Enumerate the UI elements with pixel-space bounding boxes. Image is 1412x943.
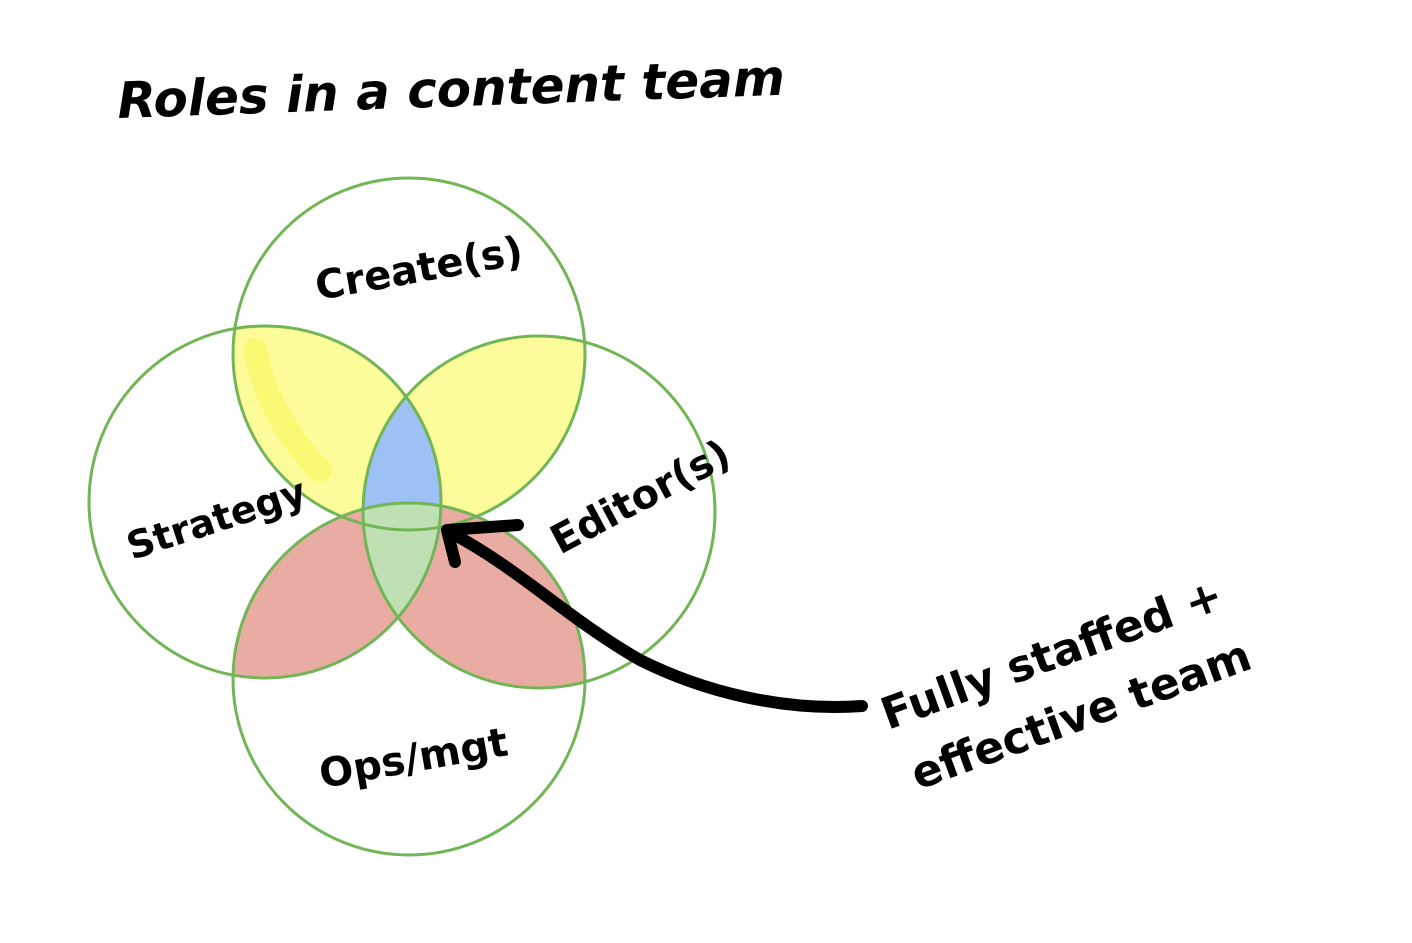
circle-editors <box>361 334 717 690</box>
circle-creators <box>231 176 587 532</box>
label-editors: Editor(s) <box>543 431 738 564</box>
diagram-title: Roles in a content team <box>116 49 785 130</box>
label-ops: Ops/mgt <box>316 719 512 797</box>
label-strategy: Strategy <box>121 469 312 568</box>
label-creators: Create(s) <box>312 228 527 310</box>
circle-ops <box>231 501 587 857</box>
arrow-to-center <box>441 519 868 713</box>
yellow-highlight-stroke <box>243 338 332 482</box>
circle-strategy <box>87 324 443 680</box>
